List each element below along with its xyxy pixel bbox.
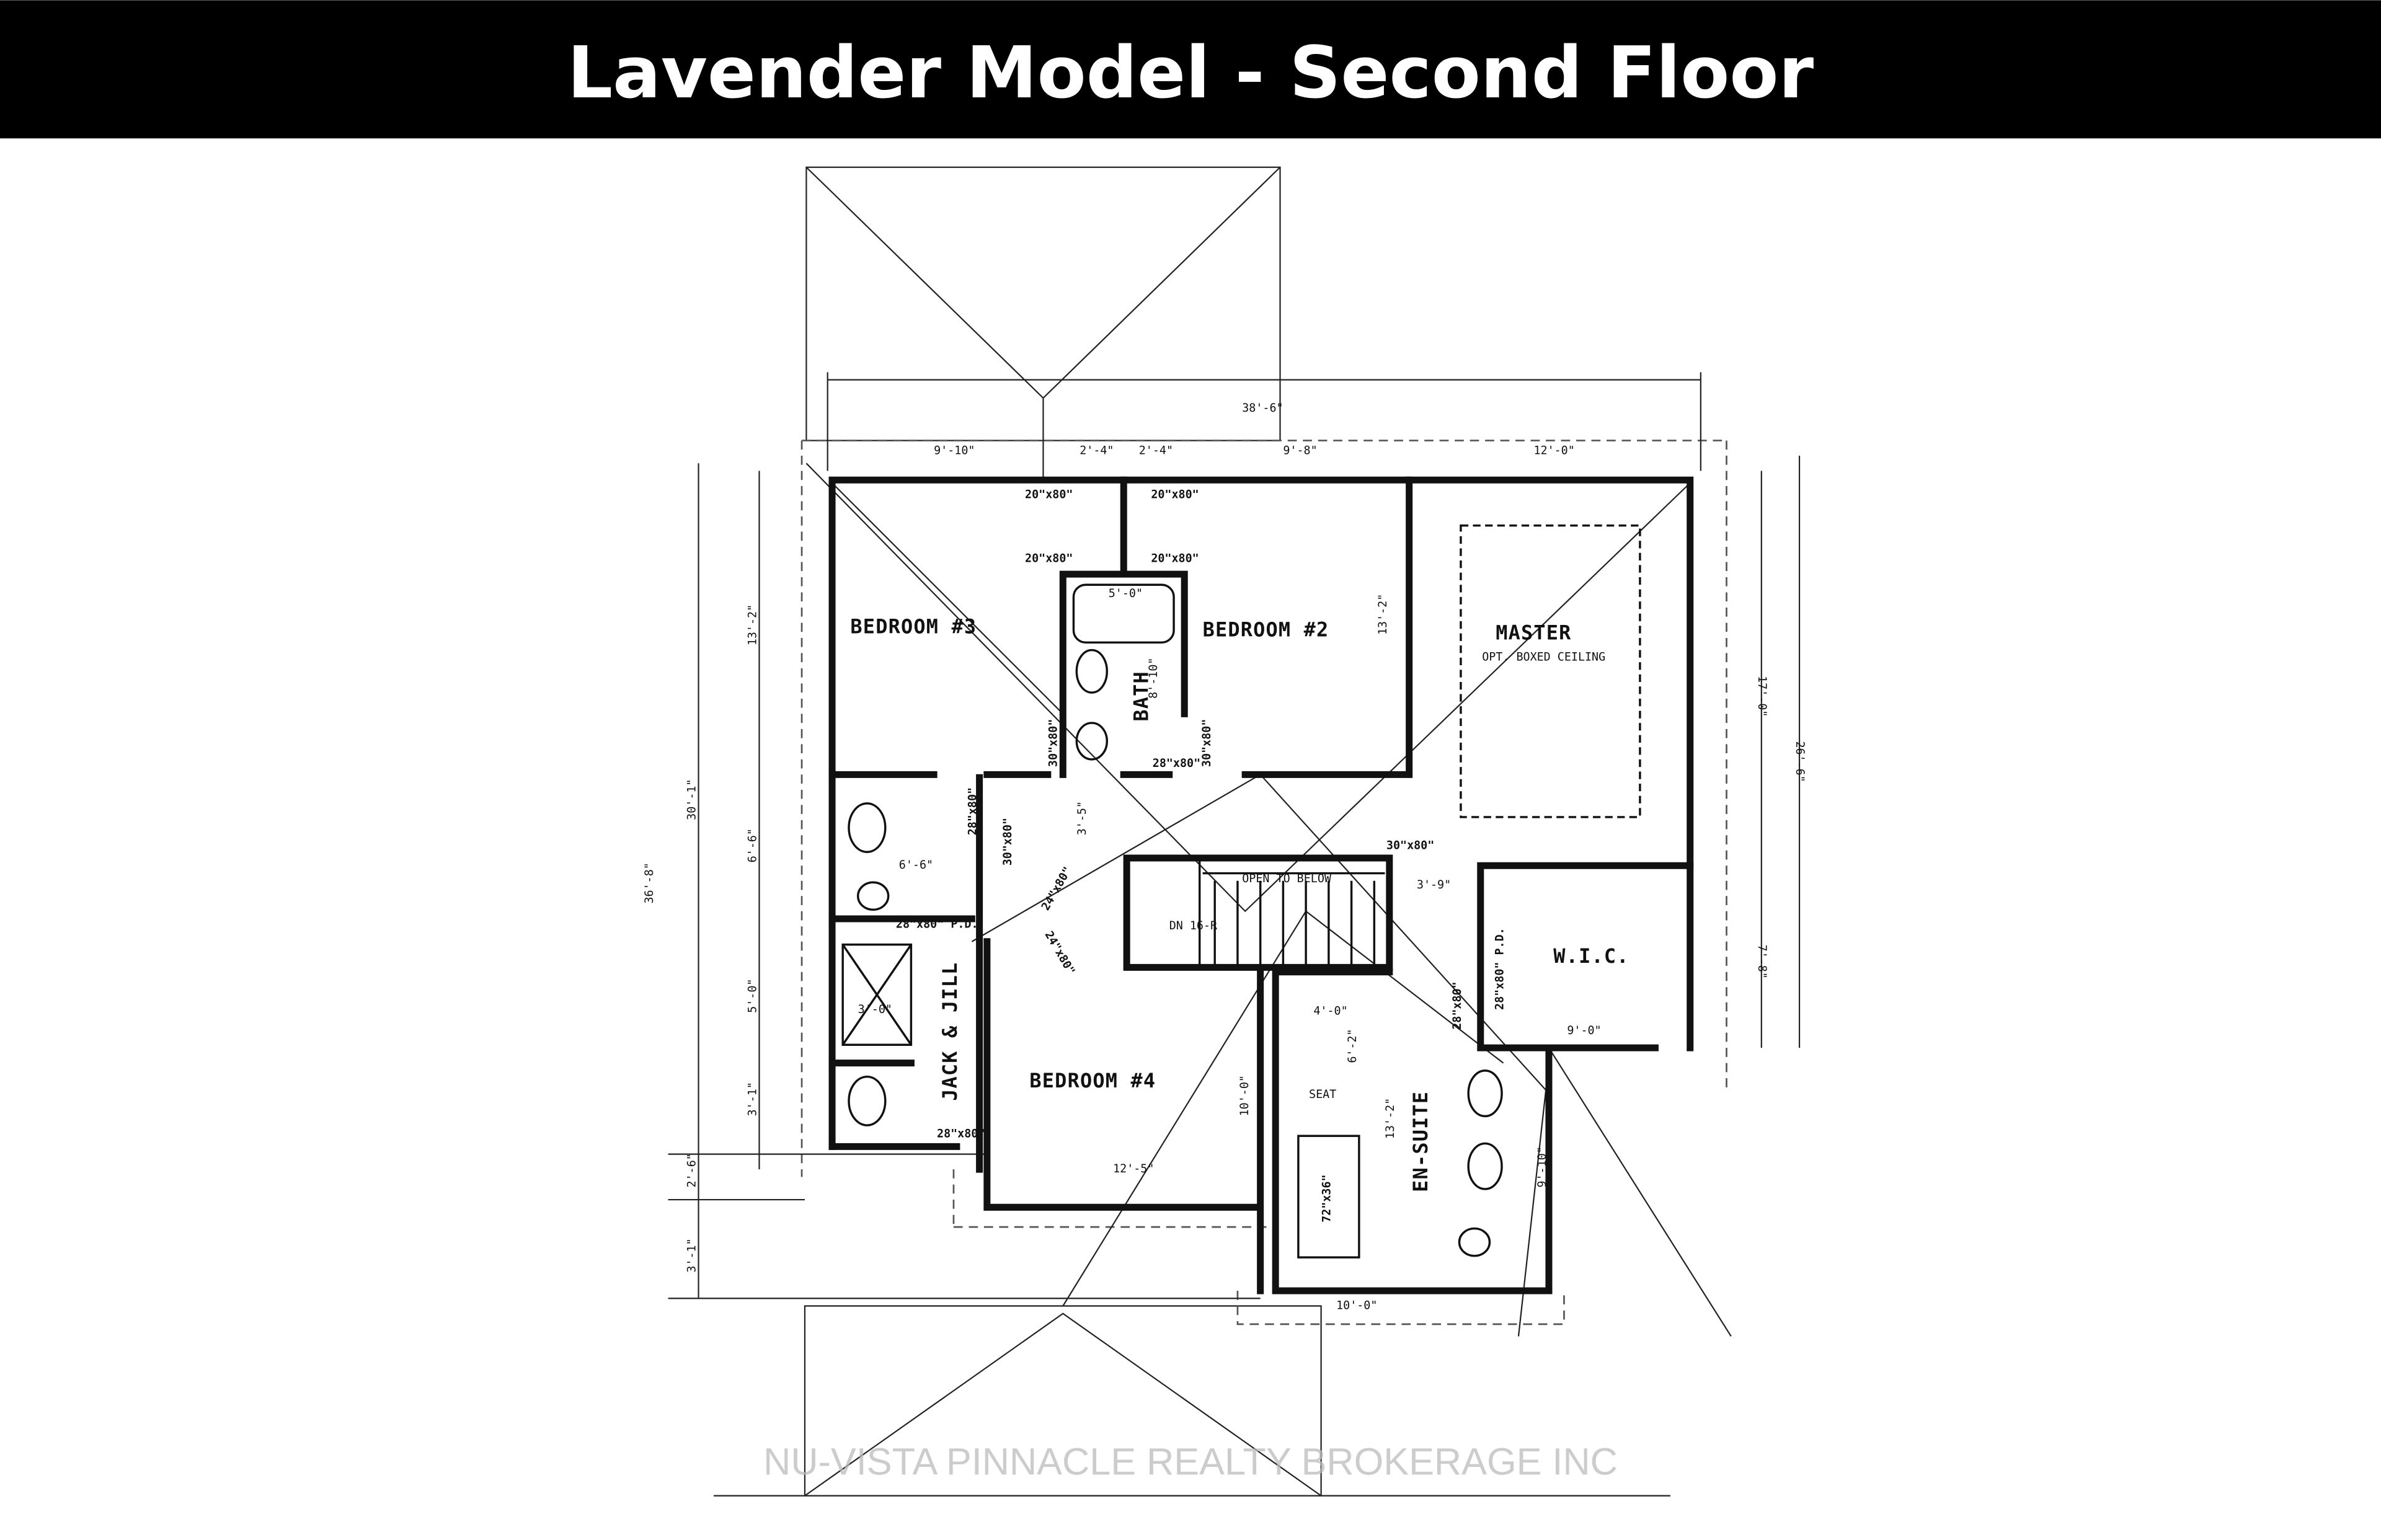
dim-hall-right: 3'-9" (1417, 878, 1451, 892)
watermark: NU-VISTA PINNACLE REALTY BROKERAGE INC (763, 1440, 1618, 1482)
dim-left-seg: 3'-1" (686, 1238, 699, 1272)
roof-outline (668, 166, 1801, 1497)
stairs-label: DN 16-R (1169, 919, 1218, 932)
room-jack-jill: JACK & JILL (938, 962, 962, 1101)
page-title: Lavender Model - Second Floor (567, 32, 1814, 115)
room-bedroom-2: BEDROOM #2 (1203, 617, 1329, 641)
dim-bedroom4-depth: 10'-0" (1238, 1075, 1251, 1116)
dim-right: 26'-6" (1793, 741, 1806, 782)
dim-top: 2'-4" (1080, 445, 1114, 458)
door-label: 28"x80" (1451, 981, 1464, 1029)
seat-label: SEAT (1309, 1088, 1336, 1101)
door-label: 28"x80" (937, 1128, 985, 1141)
dim-left-mid: 30'-1" (686, 779, 699, 820)
dim-top: 12'-0" (1533, 445, 1574, 458)
dim-ensuite-closet-depth: 6'-2" (1346, 1029, 1359, 1063)
room-bedroom-3: BEDROOM #3 (850, 615, 977, 639)
dim-right: 7'-8" (1755, 945, 1768, 979)
door-label: 28"x80" P.D. (1493, 927, 1506, 1010)
room-en-suite: EN-SUITE (1409, 1091, 1432, 1192)
door-label: 28"x80" (1153, 757, 1200, 770)
dim-left-seg: 5'-0" (747, 979, 760, 1013)
dim-ensuite-closet: 4'-0" (1313, 1004, 1347, 1017)
walls (828, 476, 1694, 1294)
door-label: 20"x80" (1151, 552, 1199, 565)
dim-ensuite-side: 9'-10" (1536, 1146, 1549, 1187)
open-to-below-label: OPEN TO BELOW (1242, 872, 1332, 885)
door-label: 20"x80" (1151, 489, 1199, 502)
dim-ensuite-depth: 13'-2" (1384, 1098, 1397, 1139)
title-bar (0, 0, 2381, 139)
dim-bedroom4-width: 12'-5" (1113, 1162, 1154, 1175)
door-label: 30"x80" (1047, 719, 1060, 767)
room-bath: BATH (1129, 671, 1153, 722)
door-label: 20"x80" (1025, 489, 1073, 502)
door-label: 72"x36" (1320, 1174, 1333, 1222)
master-note: OPT. BOXED CEILING (1482, 651, 1605, 664)
dim-left-seg: 13'-2" (747, 604, 760, 645)
door-label: 28"x80" (967, 787, 980, 835)
door-label: 30"x80" (1001, 818, 1014, 865)
dim-left-seg: 6'-6" (747, 828, 760, 862)
room-bedroom-4: BEDROOM #4 (1029, 1069, 1156, 1092)
door-label: 24"x80" (1042, 929, 1078, 977)
door-label: 30"x80" (1200, 719, 1213, 767)
dim-top: 9'-8" (1283, 445, 1317, 458)
dim-wic-width: 9'-0" (1567, 1024, 1601, 1037)
dim-jj-width: 6'-6" (899, 859, 933, 872)
dim-left-seg: 3'-1" (747, 1082, 760, 1116)
dim-bath-depth: 8'-10" (1147, 658, 1160, 699)
dim-top: 2'-4" (1139, 445, 1173, 458)
dim-tub: 5'-0" (1109, 587, 1143, 600)
door-label: 24"x80" (1039, 865, 1075, 913)
dim-left-seg: 2'-6" (686, 1153, 699, 1187)
dim-top: 9'-10" (934, 445, 975, 458)
door-label: 28"x80" P.D. (896, 918, 978, 931)
dim-left-outer: 36'-8" (643, 862, 656, 903)
dim-shower: 3'-0" (858, 1003, 892, 1016)
dim-hall: 3'-5" (1076, 801, 1089, 835)
dim-bedroom2-depth: 13'-2" (1377, 594, 1390, 635)
door-label: 30"x80" (1386, 839, 1434, 852)
dim-right: 17'-0" (1755, 676, 1768, 717)
room-master: MASTER (1496, 621, 1571, 644)
dim-overall-width: 38'-6" (1242, 402, 1283, 415)
dim-ensuite-width: 10'-0" (1336, 1299, 1377, 1312)
room-wic: W.I.C. (1553, 944, 1629, 968)
door-label: 20"x80" (1025, 552, 1073, 565)
